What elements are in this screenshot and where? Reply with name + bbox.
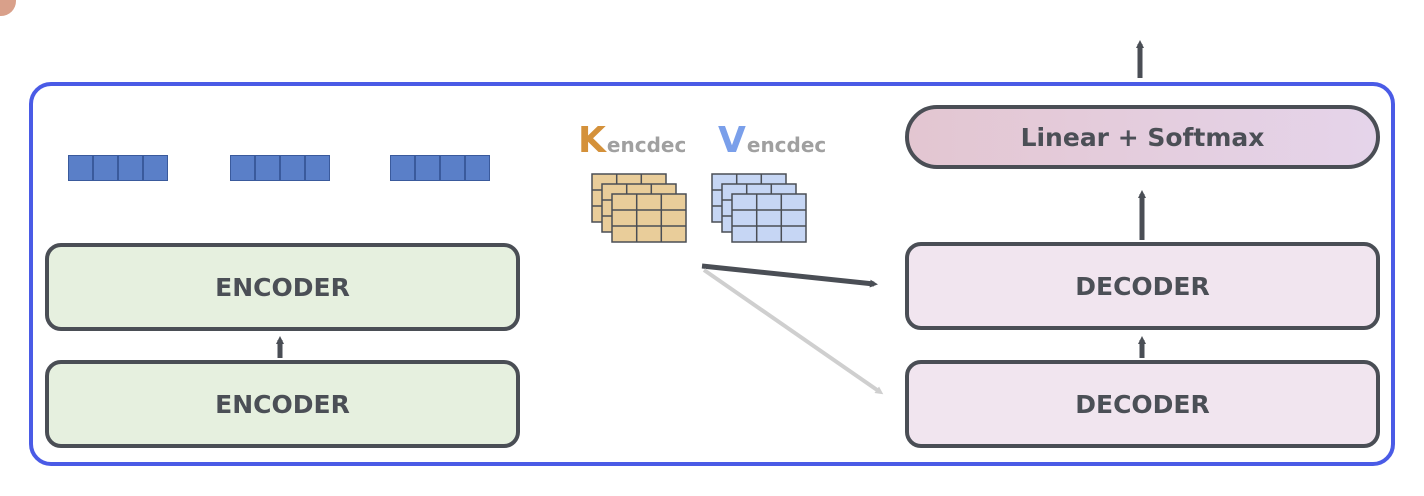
encoder-upper-label: ENCODER <box>215 272 350 302</box>
v-matrix-stack <box>711 173 807 243</box>
v-subscript: encdec <box>746 133 827 157</box>
linear-softmax-block: Linear + Softmax <box>905 105 1380 169</box>
vector-cell <box>118 155 143 181</box>
encoder-output-vector-3 <box>390 155 490 181</box>
k-matrix-stack <box>591 173 687 243</box>
kv-to-decoder-upper-arrow <box>701 263 878 288</box>
vector-cell <box>68 155 93 181</box>
v-encdec-label: Vencdec <box>718 120 826 161</box>
k-matrix-front <box>611 193 687 243</box>
decoder-upper-label: DECODER <box>1075 271 1210 301</box>
v-matrix-front <box>731 193 807 243</box>
k-subscript: encdec <box>606 133 687 157</box>
vector-cell <box>440 155 465 181</box>
vector-cell <box>415 155 440 181</box>
linear-softmax-label: Linear + Softmax <box>1020 122 1265 152</box>
vector-cell <box>93 155 118 181</box>
encoder-block-upper: ENCODER <box>45 243 520 331</box>
encoder-block-lower: ENCODER <box>45 360 520 448</box>
kv-to-decoder-lower-arrow <box>702 268 884 395</box>
encoder-lower-label: ENCODER <box>215 389 350 419</box>
transformer-frame <box>29 82 1395 466</box>
decoder-lower-label: DECODER <box>1075 389 1210 419</box>
vector-cell <box>255 155 280 181</box>
vector-cell <box>465 155 490 181</box>
v-letter: V <box>718 120 746 161</box>
vector-cell <box>305 155 330 181</box>
vector-cell <box>390 155 415 181</box>
k-letter: K <box>578 120 606 161</box>
k-encdec-label: Kencdec <box>578 120 686 161</box>
vector-cell <box>143 155 168 181</box>
decoder-block-lower: DECODER <box>905 360 1380 448</box>
vector-cell <box>280 155 305 181</box>
decoder-block-upper: DECODER <box>905 242 1380 330</box>
encoder-output-vector-2 <box>230 155 330 181</box>
vector-cell <box>230 155 255 181</box>
encoder-output-vector-1 <box>68 155 168 181</box>
